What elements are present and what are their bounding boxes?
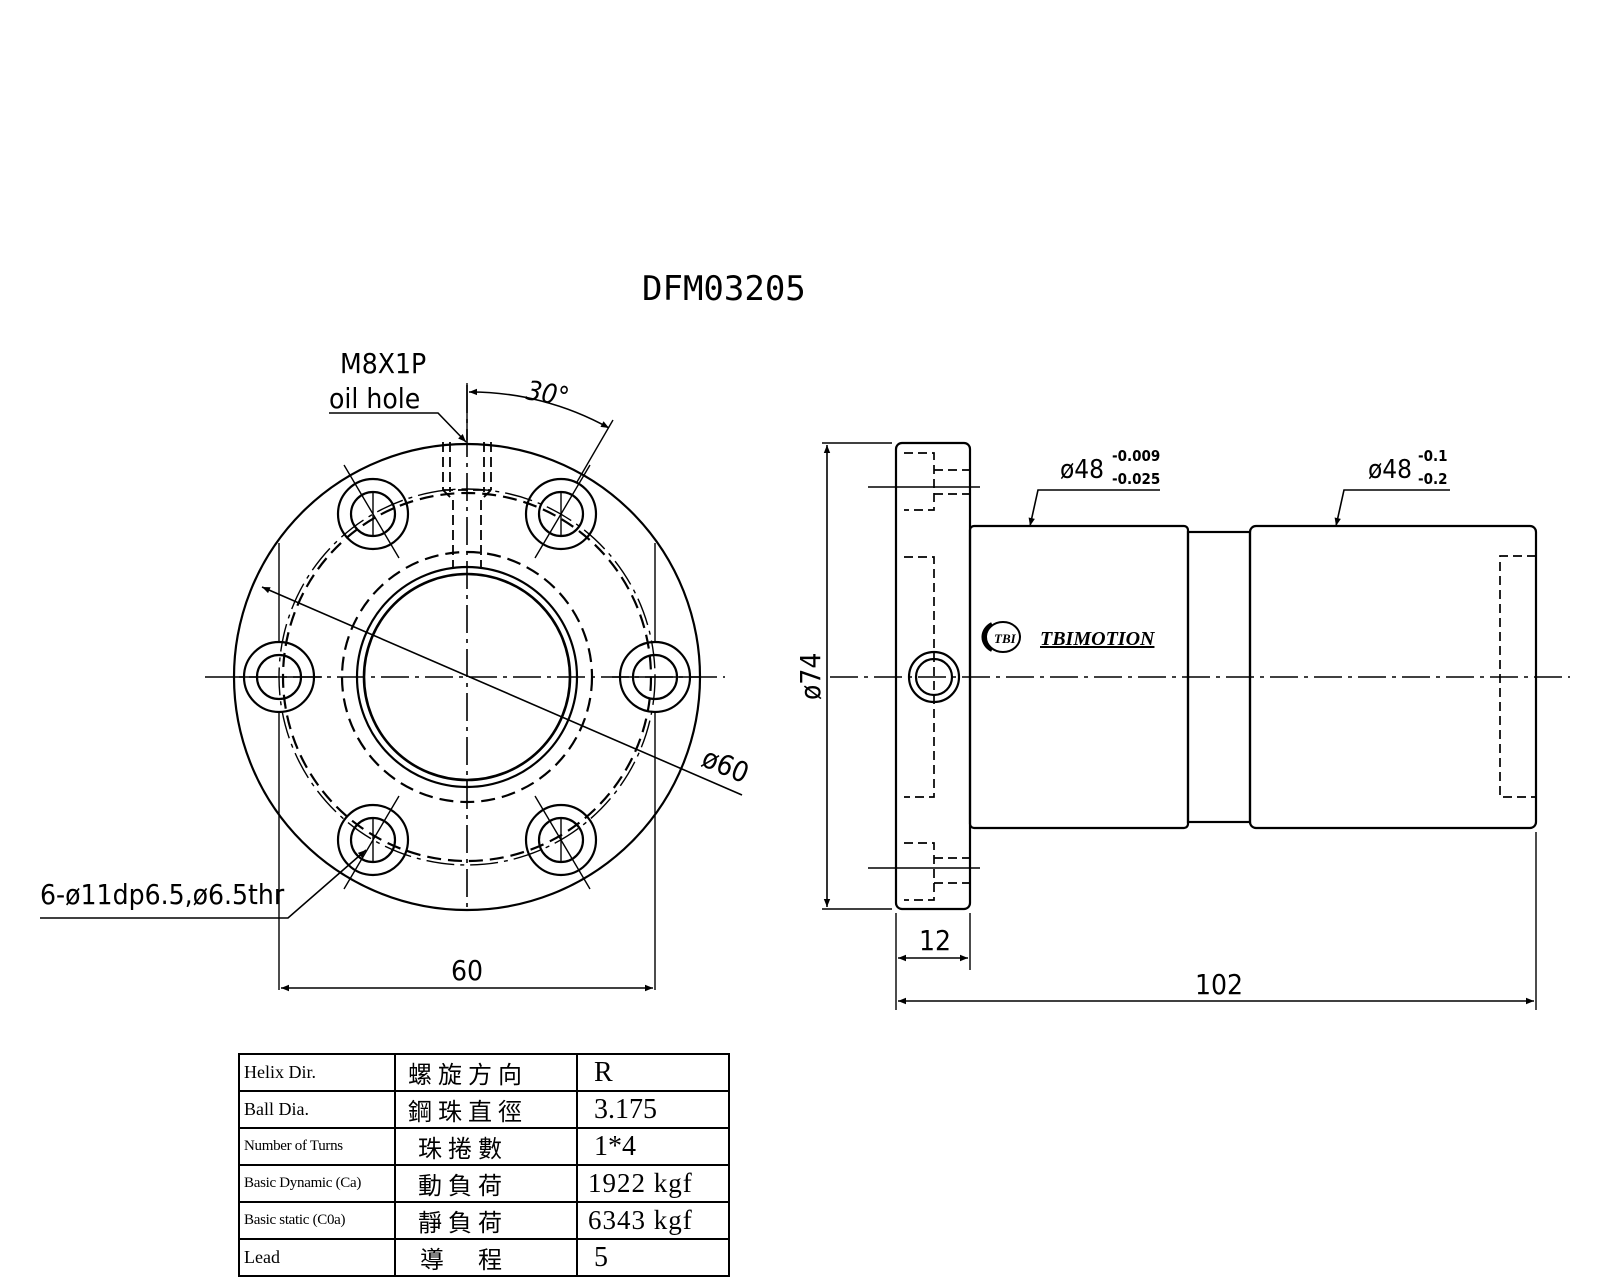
spec-value: 5 xyxy=(576,1238,730,1277)
spec-row-helix: Helix Dir. 螺旋方向 R xyxy=(238,1053,730,1092)
spec-value: 1*4 xyxy=(576,1127,730,1166)
drawing-title: DFM03205 xyxy=(642,269,806,309)
spec-value: R xyxy=(576,1053,730,1092)
dim-102-label: 102 xyxy=(1195,968,1243,1001)
spec-row-ball-dia: Ball Dia. 鋼珠直徑 3.175 xyxy=(238,1090,730,1129)
spec-label-en: Helix Dir. xyxy=(238,1053,396,1092)
logo-mark: TBI xyxy=(994,631,1017,646)
spec-label-zh: 鋼珠直徑 xyxy=(394,1090,578,1129)
side-view xyxy=(822,441,1570,1010)
oil-hole-side xyxy=(907,650,961,704)
holes-leader xyxy=(40,849,367,919)
front-view xyxy=(205,385,725,990)
spec-label-zh: 導程 xyxy=(394,1238,578,1277)
svg-text:ø48: ø48 xyxy=(1368,455,1412,485)
holes-callout: 6-ø11dp6.5,ø6.5thr xyxy=(40,878,285,911)
bore-innermost xyxy=(362,572,572,782)
dim-12-label: 12 xyxy=(919,924,951,957)
pcd-leader xyxy=(261,586,743,796)
spec-label-zh: 珠捲數 xyxy=(394,1127,578,1166)
svg-text:-0.009: -0.009 xyxy=(1112,447,1160,465)
oil-hole-port xyxy=(442,442,492,568)
spec-label-en: Number of Turns xyxy=(238,1127,396,1166)
dim-74-label: ø74 xyxy=(794,653,827,700)
spec-label-zh: 螺旋方向 xyxy=(394,1053,578,1092)
oil-hole-leader xyxy=(329,412,467,443)
angle-arc xyxy=(468,388,610,429)
spec-label-zh: 靜負荷 xyxy=(394,1201,578,1240)
body-section-2 xyxy=(1248,524,1538,830)
dim-60-label: 60 xyxy=(451,954,483,987)
spec-label-en: Lead xyxy=(238,1238,396,1277)
svg-text:-0.1: -0.1 xyxy=(1418,447,1448,465)
logo-text: TBIMOTION xyxy=(1040,628,1156,650)
spec-label-en: Ball Dia. xyxy=(238,1090,396,1129)
spec-row-lead: Lead 導程 5 xyxy=(238,1238,730,1277)
oil-hole-label-line1: M8X1P xyxy=(340,347,426,380)
oil-hole-label-line2: oil hole xyxy=(329,382,420,415)
dia2-callout: ø48 -0.1 -0.2 xyxy=(1334,447,1450,527)
angle-label: 30° xyxy=(524,375,572,413)
svg-text:-0.025: -0.025 xyxy=(1112,470,1160,488)
spec-row-dynamic: Basic Dynamic (Ca) 動負荷 1922 kgf xyxy=(238,1164,730,1203)
pcd-label: ø60 xyxy=(697,741,754,790)
spec-table: Helix Dir. 螺旋方向 R Ball Dia. 鋼珠直徑 3.175 N… xyxy=(238,1053,730,1277)
svg-text:ø48: ø48 xyxy=(1060,455,1104,485)
spec-label-en: Basic static (C0a) xyxy=(238,1201,396,1240)
bore-inner xyxy=(355,565,579,789)
spec-row-static: Basic static (C0a) 靜負荷 6343 kgf xyxy=(238,1201,730,1240)
tbi-logo: TBI TBIMOTION xyxy=(981,621,1156,653)
spec-value: 1922 kgf xyxy=(576,1164,730,1203)
spec-row-turns: Number of Turns 珠捲數 1*4 xyxy=(238,1127,730,1166)
bore-outer xyxy=(340,550,594,804)
svg-text:-0.2: -0.2 xyxy=(1418,470,1448,488)
spec-value: 6343 kgf xyxy=(576,1201,730,1240)
spec-label-zh: 動負荷 xyxy=(394,1164,578,1203)
spec-label-en: Basic Dynamic (Ca) xyxy=(238,1164,396,1203)
dia1-callout: ø48 -0.009 -0.025 xyxy=(1028,447,1160,527)
spec-value: 3.175 xyxy=(576,1090,730,1129)
